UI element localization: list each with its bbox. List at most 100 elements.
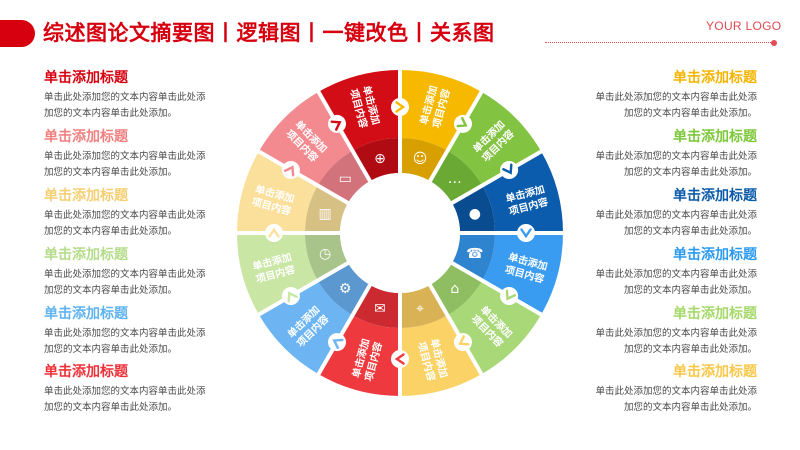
segment-outer bbox=[258, 280, 353, 375]
chevron-badge bbox=[281, 287, 300, 305]
chevron-badge bbox=[454, 333, 472, 352]
right-item-1[interactable]: 单击添加标题 单击此处添加您的文本内容单击此处添加您的文本内容单击此处添加。 bbox=[587, 68, 757, 122]
segment-inner bbox=[317, 263, 370, 316]
chevron-badge bbox=[328, 114, 346, 133]
segment-outer bbox=[237, 151, 318, 233]
segment-divider bbox=[315, 282, 373, 377]
left-item-5[interactable]: 单击添加标题 单击此处添加您的文本内容单击此处添加您的文本内容单击此处添加。 bbox=[44, 304, 214, 358]
item-title[interactable]: 单击添加标题 bbox=[44, 306, 128, 322]
item-description[interactable]: 单击此处添加您的文本内容单击此处添加您的文本内容单击此处添加。 bbox=[595, 92, 757, 119]
logo: YOUR LOGO bbox=[706, 19, 782, 33]
chevron-right-icon bbox=[330, 120, 342, 131]
left-item-6[interactable]: 单击添加标题 单击此处添加您的文本内容单击此处添加您的文本内容单击此处添加。 bbox=[44, 362, 214, 416]
segment-outer bbox=[400, 315, 482, 397]
item-title[interactable]: 单击添加标题 bbox=[44, 129, 128, 145]
chevron-right-icon bbox=[520, 228, 532, 239]
chevron-badge bbox=[454, 114, 472, 133]
segment-inner bbox=[430, 263, 483, 316]
phone-icon: ☎ bbox=[466, 246, 483, 262]
chevron-badge bbox=[517, 224, 535, 242]
right-item-4[interactable]: 单击添加标题 单击此处添加您的文本内容单击此处添加您的文本内容单击此处添加。 bbox=[587, 245, 757, 299]
item-description[interactable]: 单击此处添加您的文本内容单击此处添加您的文本内容单击此处添加。 bbox=[595, 328, 757, 355]
book-icon: ▥ bbox=[319, 206, 332, 222]
item-title[interactable]: 单击添加标题 bbox=[673, 364, 757, 380]
item-description[interactable]: 单击此处添加您的文本内容单击此处添加您的文本内容单击此处添加。 bbox=[44, 386, 206, 413]
chevron-right-icon bbox=[502, 163, 513, 175]
chevron-badge bbox=[281, 161, 300, 179]
segment-inner bbox=[430, 150, 483, 203]
item-description[interactable]: 单击此处添加您的文本内容单击此处添加您的文本内容单击此处添加。 bbox=[595, 269, 757, 296]
chevron-right-icon bbox=[283, 165, 295, 177]
item-title[interactable]: 单击添加标题 bbox=[673, 188, 757, 204]
item-description[interactable]: 单击此处添加您的文本内容单击此处添加您的文本内容单击此处添加。 bbox=[44, 92, 206, 119]
header-divider-dot bbox=[771, 40, 777, 46]
segment-outer bbox=[400, 70, 482, 151]
item-title[interactable]: 单击添加标题 bbox=[673, 247, 757, 263]
left-item-2[interactable]: 单击添加标题 单击此处添加您的文本内容单击此处添加您的文本内容单击此处添加。 bbox=[44, 127, 214, 181]
page-title: 综述图论文摘要图丨逻辑图丨一键改色丨关系图 bbox=[43, 21, 495, 45]
segment-outer bbox=[318, 315, 400, 397]
segment-divider bbox=[427, 282, 485, 377]
item-title[interactable]: 单击添加标题 bbox=[44, 188, 128, 204]
segment-divider bbox=[256, 148, 351, 206]
home-icon: ⌂ bbox=[450, 281, 459, 297]
clock-icon: ◷ bbox=[319, 246, 331, 262]
segment-divider bbox=[449, 260, 544, 318]
left-item-1[interactable]: 单击添加标题 单击此处添加您的文本内容单击此处添加您的文本内容单击此处添加。 bbox=[44, 68, 214, 122]
item-title[interactable]: 单击添加标题 bbox=[44, 70, 128, 86]
item-title[interactable]: 单击添加标题 bbox=[673, 70, 757, 86]
segment-inner bbox=[317, 150, 370, 203]
segment-outer bbox=[258, 91, 353, 186]
segment-outer bbox=[447, 280, 542, 375]
chevron-right-icon bbox=[395, 101, 406, 113]
chat-bubble-icon: … bbox=[448, 171, 462, 187]
monitor-icon: ▭ bbox=[339, 171, 352, 187]
item-description[interactable]: 单击此处添加您的文本内容单击此处添加您的文本内容单击此处添加。 bbox=[44, 269, 206, 296]
item-description[interactable]: 单击此处添加您的文本内容单击此处添加您的文本内容单击此处添加。 bbox=[44, 151, 206, 178]
chevron-right-icon bbox=[287, 291, 298, 303]
chevron-badge bbox=[500, 161, 519, 179]
left-item-4[interactable]: 单击添加标题 单击此处添加您的文本内容单击此处添加您的文本内容单击此处添加。 bbox=[44, 245, 214, 299]
segment-divider bbox=[449, 148, 544, 206]
item-title[interactable]: 单击添加标题 bbox=[44, 247, 128, 263]
location-pin-icon: ⌖ bbox=[416, 301, 424, 317]
right-item-6[interactable]: 单击添加标题 单击此处添加您的文本内容单击此处添加您的文本内容单击此处添加。 bbox=[587, 362, 757, 416]
item-description[interactable]: 单击此处添加您的文本内容单击此处添加您的文本内容单击此处添加。 bbox=[44, 328, 206, 355]
segment-divider bbox=[427, 89, 485, 184]
chevron-right-icon bbox=[268, 227, 280, 238]
segment-divider bbox=[315, 89, 373, 184]
wheel-center bbox=[340, 173, 460, 293]
segment-outer bbox=[237, 233, 318, 315]
left-item-3[interactable]: 单击添加标题 单击此处添加您的文本内容单击此处添加您的文本内容单击此处添加。 bbox=[44, 186, 214, 240]
item-title[interactable]: 单击添加标题 bbox=[44, 364, 128, 380]
segment-divider bbox=[256, 260, 351, 318]
right-item-5[interactable]: 单击添加标题 单击此处添加您的文本内容单击此处添加您的文本内容单击此处添加。 bbox=[587, 304, 757, 358]
chevron-badge bbox=[391, 98, 409, 116]
chevron-right-icon bbox=[456, 116, 468, 128]
chevron-badge bbox=[328, 333, 346, 352]
item-description[interactable]: 单击此处添加您的文本内容单击此处添加您的文本内容单击此处添加。 bbox=[595, 151, 757, 178]
right-item-3[interactable]: 单击添加标题 单击此处添加您的文本内容单击此处添加您的文本内容单击此处添加。 bbox=[587, 186, 757, 240]
user-icon: ☺ bbox=[413, 151, 428, 167]
header-divider bbox=[545, 42, 773, 43]
segment-outer bbox=[482, 233, 563, 315]
chevron-right-icon bbox=[505, 289, 517, 301]
gear-icon: ⚙ bbox=[339, 281, 352, 297]
right-item-2[interactable]: 单击添加标题 单击此处添加您的文本内容单击此处添加您的文本内容单击此处添加。 bbox=[587, 127, 757, 181]
item-title[interactable]: 单击添加标题 bbox=[673, 306, 757, 322]
chevron-badge bbox=[500, 287, 519, 305]
item-description[interactable]: 单击此处添加您的文本内容单击此处添加您的文本内容单击此处添加。 bbox=[595, 386, 757, 413]
chevron-right-icon bbox=[332, 338, 344, 350]
item-description[interactable]: 单击此处添加您的文本内容单击此处添加您的文本内容单击此处添加。 bbox=[44, 210, 206, 237]
segment-outer bbox=[318, 70, 400, 151]
item-title[interactable]: 单击添加标题 bbox=[673, 129, 757, 145]
item-description[interactable]: 单击此处添加您的文本内容单击此处添加您的文本内容单击此处添加。 bbox=[595, 210, 757, 237]
header-accent-bar bbox=[0, 20, 35, 47]
